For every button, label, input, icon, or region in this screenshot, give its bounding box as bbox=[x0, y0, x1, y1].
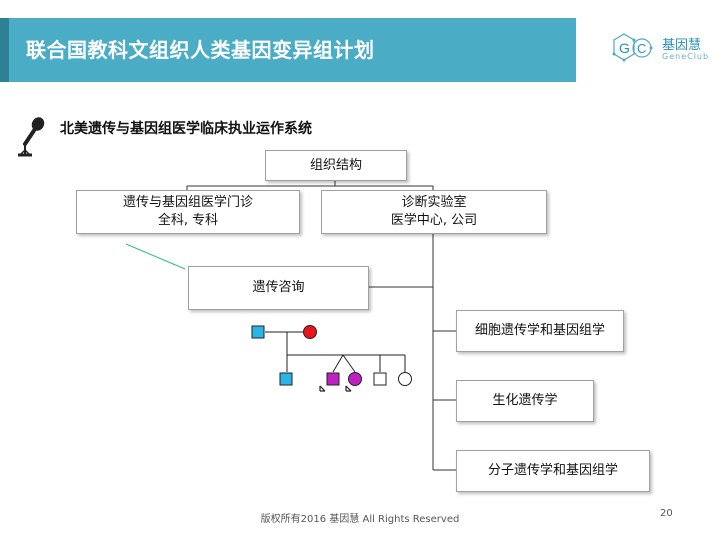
cytogenetics-label: 细胞遗传学和基因组学 bbox=[474, 323, 605, 338]
logo-text-cn: 基因慧 bbox=[662, 38, 702, 53]
molecular-genetics-label: 分子遗传学和基因组学 bbox=[487, 463, 618, 478]
molecular-genetics-box: 分子遗传学和基因组学 bbox=[456, 450, 650, 492]
lab-sublabel: 医学中心, 公司 bbox=[390, 213, 478, 228]
son-square bbox=[279, 372, 293, 386]
clinic-sublabel: 全科, 专科 bbox=[157, 213, 219, 228]
mother-circle bbox=[303, 325, 317, 339]
unaffected-daughter-circle bbox=[398, 372, 412, 386]
proband-arrow-icon bbox=[345, 385, 352, 392]
copyright-footer: 版权所有2016 基因慧 All Rights Reserved bbox=[260, 514, 460, 525]
page-number: 20 bbox=[660, 508, 673, 519]
logo-mark-icon: G C bbox=[612, 33, 653, 62]
org-structure-label: 组织结构 bbox=[309, 157, 362, 173]
proband-arrow-icon bbox=[319, 385, 326, 392]
section-title: 北美遗传与基因组医学临床执业运作系统 bbox=[60, 121, 312, 137]
svg-text:G: G bbox=[619, 40, 630, 56]
page-title: 联合国教科文组织人类基因变异组计划 bbox=[26, 38, 375, 62]
counseling-box: 遗传咨询 bbox=[188, 266, 369, 310]
twin-daughter-circle bbox=[348, 372, 362, 386]
counseling-label: 遗传咨询 bbox=[252, 280, 305, 295]
pedigree-chart bbox=[251, 325, 412, 392]
microphone-icon bbox=[18, 117, 45, 157]
clinic-label: 遗传与基因组医学门诊 bbox=[122, 195, 253, 210]
cytogenetics-box: 细胞遗传学和基因组学 bbox=[456, 310, 624, 352]
unaffected-son-square bbox=[373, 372, 387, 386]
title-bar: 联合国教科文组织人类基因变异组计划 bbox=[0, 18, 576, 82]
clinic-box: 遗传与基因组医学门诊 全科, 专科 bbox=[76, 190, 300, 234]
biochemical-genetics-box: 生化遗传学 bbox=[456, 380, 594, 422]
org-structure-box: 组织结构 bbox=[265, 150, 407, 181]
father-square bbox=[251, 325, 265, 339]
logo-text-en: GeneClub bbox=[662, 52, 710, 61]
twin-son-square bbox=[326, 372, 340, 386]
pointer-line bbox=[125, 243, 186, 270]
title-accent bbox=[0, 18, 9, 82]
lab-box: 诊断实验室 医学中心, 公司 bbox=[321, 190, 547, 234]
geneclub-logo: G C 基因慧 GeneClub bbox=[612, 32, 712, 68]
lab-label: 诊断实验室 bbox=[401, 195, 467, 210]
svg-text:C: C bbox=[637, 41, 646, 56]
biochemical-genetics-label: 生化遗传学 bbox=[492, 393, 558, 408]
